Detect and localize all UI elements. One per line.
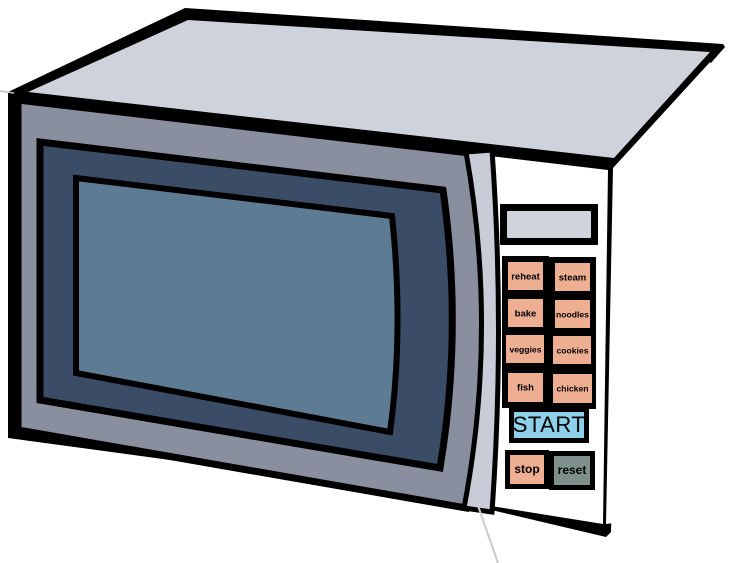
control-panel: reheat steam bake noodles (500, 204, 598, 490)
artifact-line-bottom (475, 499, 499, 563)
preset-button-chicken[interactable]: chicken (549, 368, 596, 409)
preset-button-noodles[interactable]: noodles (549, 294, 596, 334)
preset-button-bake[interactable]: bake (502, 293, 549, 333)
preset-button-reheat[interactable]: reheat (502, 256, 549, 296)
top-panel (28, 20, 710, 158)
preset-button-veggies[interactable]: veggies (502, 330, 549, 370)
display-screen (500, 204, 598, 245)
preset-button-fish[interactable]: fish (502, 367, 549, 408)
right-side-panel (606, 62, 712, 524)
preset-button-grid: reheat steam bake noodles (502, 256, 596, 409)
preset-button-steam[interactable]: steam (549, 257, 596, 297)
action-button-row: stop reset (505, 450, 595, 490)
artifact-line-left (0, 90, 15, 94)
stop-button[interactable]: stop (505, 450, 549, 489)
door-handle[interactable] (461, 147, 501, 515)
preset-button-cookies[interactable]: cookies (549, 331, 596, 371)
door-window-glass (73, 174, 401, 436)
start-button[interactable]: START (509, 407, 589, 443)
reset-button[interactable]: reset (549, 451, 595, 490)
